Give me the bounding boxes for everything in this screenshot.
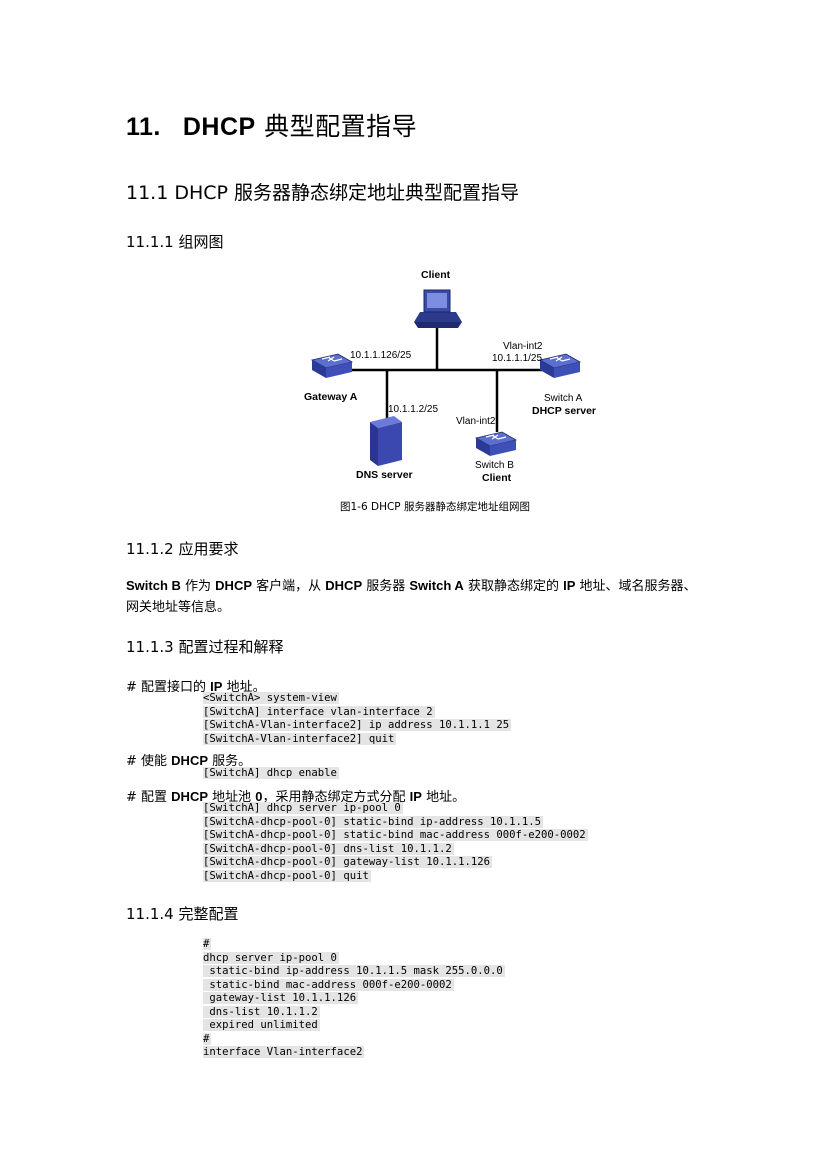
code-block-full-config: # dhcp server ip-pool 0 static-bind ip-a… [203,938,505,1060]
code-line: dhcp server ip-pool 0 [203,951,339,964]
dns-ip-label: 10.1.1.2/25 [388,404,438,415]
section-title: 11.1 DHCP 服务器静态绑定地址典型配置指导 [126,182,520,204]
network-diagram: Client 10.1.1.126/25 Gateway A 10.1.1.2/… [304,269,596,484]
chapter-title-en: DHCP [182,113,256,141]
code-block-dhcp-enable: [SwitchA] dhcp enable [203,767,339,781]
chapter-title-cn: 典型配置指导 [264,112,418,141]
requirements-paragraph: Switch B 作为 DHCP 客户端，从 DHCP 服务器 Switch A… [126,578,697,615]
gateway-label: Gateway A [304,391,358,403]
switch-a-role-label: DHCP server [532,405,596,417]
code-line: interface Vlan-interface2 [203,1046,365,1058]
subsection-title-full-config: 11.1.4 完整配置 [126,905,239,923]
code-line: gateway-list 10.1.1.126 [203,992,359,1004]
gateway-ip-label: 10.1.1.126/25 [350,350,412,361]
switch-b-vlan-label: Vlan-int2 [456,416,496,427]
code-line: [SwitchA-dhcp-pool-0] quit [203,869,371,882]
code-line: [SwitchA-Vlan-interface2] ip address 10.… [203,719,512,731]
code-line: [SwitchA] interface vlan-interface 2 [203,705,435,718]
chapter-number: 11. [126,113,161,141]
switch-b-name-label: Switch B [475,460,514,471]
switch-a-vlan-label: Vlan-int2 [503,341,543,352]
client-pc-icon [414,289,462,328]
switch-b-role-label: Client [482,472,512,484]
dns-server-icon [370,416,402,466]
code-line: [SwitchA-dhcp-pool-0] dns-list 10.1.1.2 [203,842,454,855]
chapter-title: 11. DHCP 典型配置指导 [126,107,417,143]
dns-label: DNS server [356,469,413,481]
step-configure-ip: # 配置接口的 IP 地址。 [126,679,266,695]
code-line: static-bind mac-address 000f-e200-0002 [203,978,454,991]
switch-a-name-label: Switch A [544,393,583,404]
code-line: # [203,1032,212,1045]
switch-a-icon [538,353,582,378]
code-line: static-bind ip-address 10.1.1.5 mask 255… [203,965,505,977]
switch-b-icon [474,431,518,456]
subsection-title-procedure: 11.1.3 配置过程和解释 [126,638,284,656]
step-configure-pool: # 配置 DHCP 地址池 0，采用静态绑定方式分配 IP 地址。 [126,789,466,805]
client-top-label: Client [421,269,451,281]
code-line: [SwitchA-dhcp-pool-0] gateway-list 10.1.… [203,856,493,868]
step-enable-dhcp: # 使能 DHCP 服务。 [126,753,252,769]
code-block-ip-pool: [SwitchA] dhcp server ip-pool 0 [SwitchA… [203,802,588,883]
subsection-title-requirements: 11.1.2 应用要求 [126,540,239,558]
code-line: # [203,938,212,950]
figure-caption: 图1-6 DHCP 服务器静态绑定地址组网图 [340,501,530,513]
subsection-title-network-diagram: 11.1.1 组网图 [126,233,224,251]
code-line: dns-list 10.1.1.2 [203,1005,320,1018]
code-line: expired unlimited [203,1019,320,1031]
code-block-interface: <SwitchA> system-view [SwitchA] interfac… [203,692,512,746]
gateway-switch-icon [310,353,354,378]
code-line: [SwitchA-Vlan-interface2] quit [203,732,397,745]
code-line: [SwitchA-dhcp-pool-0] static-bind ip-add… [203,815,544,828]
code-line: [SwitchA] dhcp enable [203,767,339,779]
code-line: [SwitchA-dhcp-pool-0] static-bind mac-ad… [203,829,588,841]
switch-a-ip-label: 10.1.1.1/25 [492,353,542,364]
code-line: <SwitchA> system-view [203,692,339,704]
code-line: [SwitchA] dhcp server ip-pool 0 [203,802,403,814]
